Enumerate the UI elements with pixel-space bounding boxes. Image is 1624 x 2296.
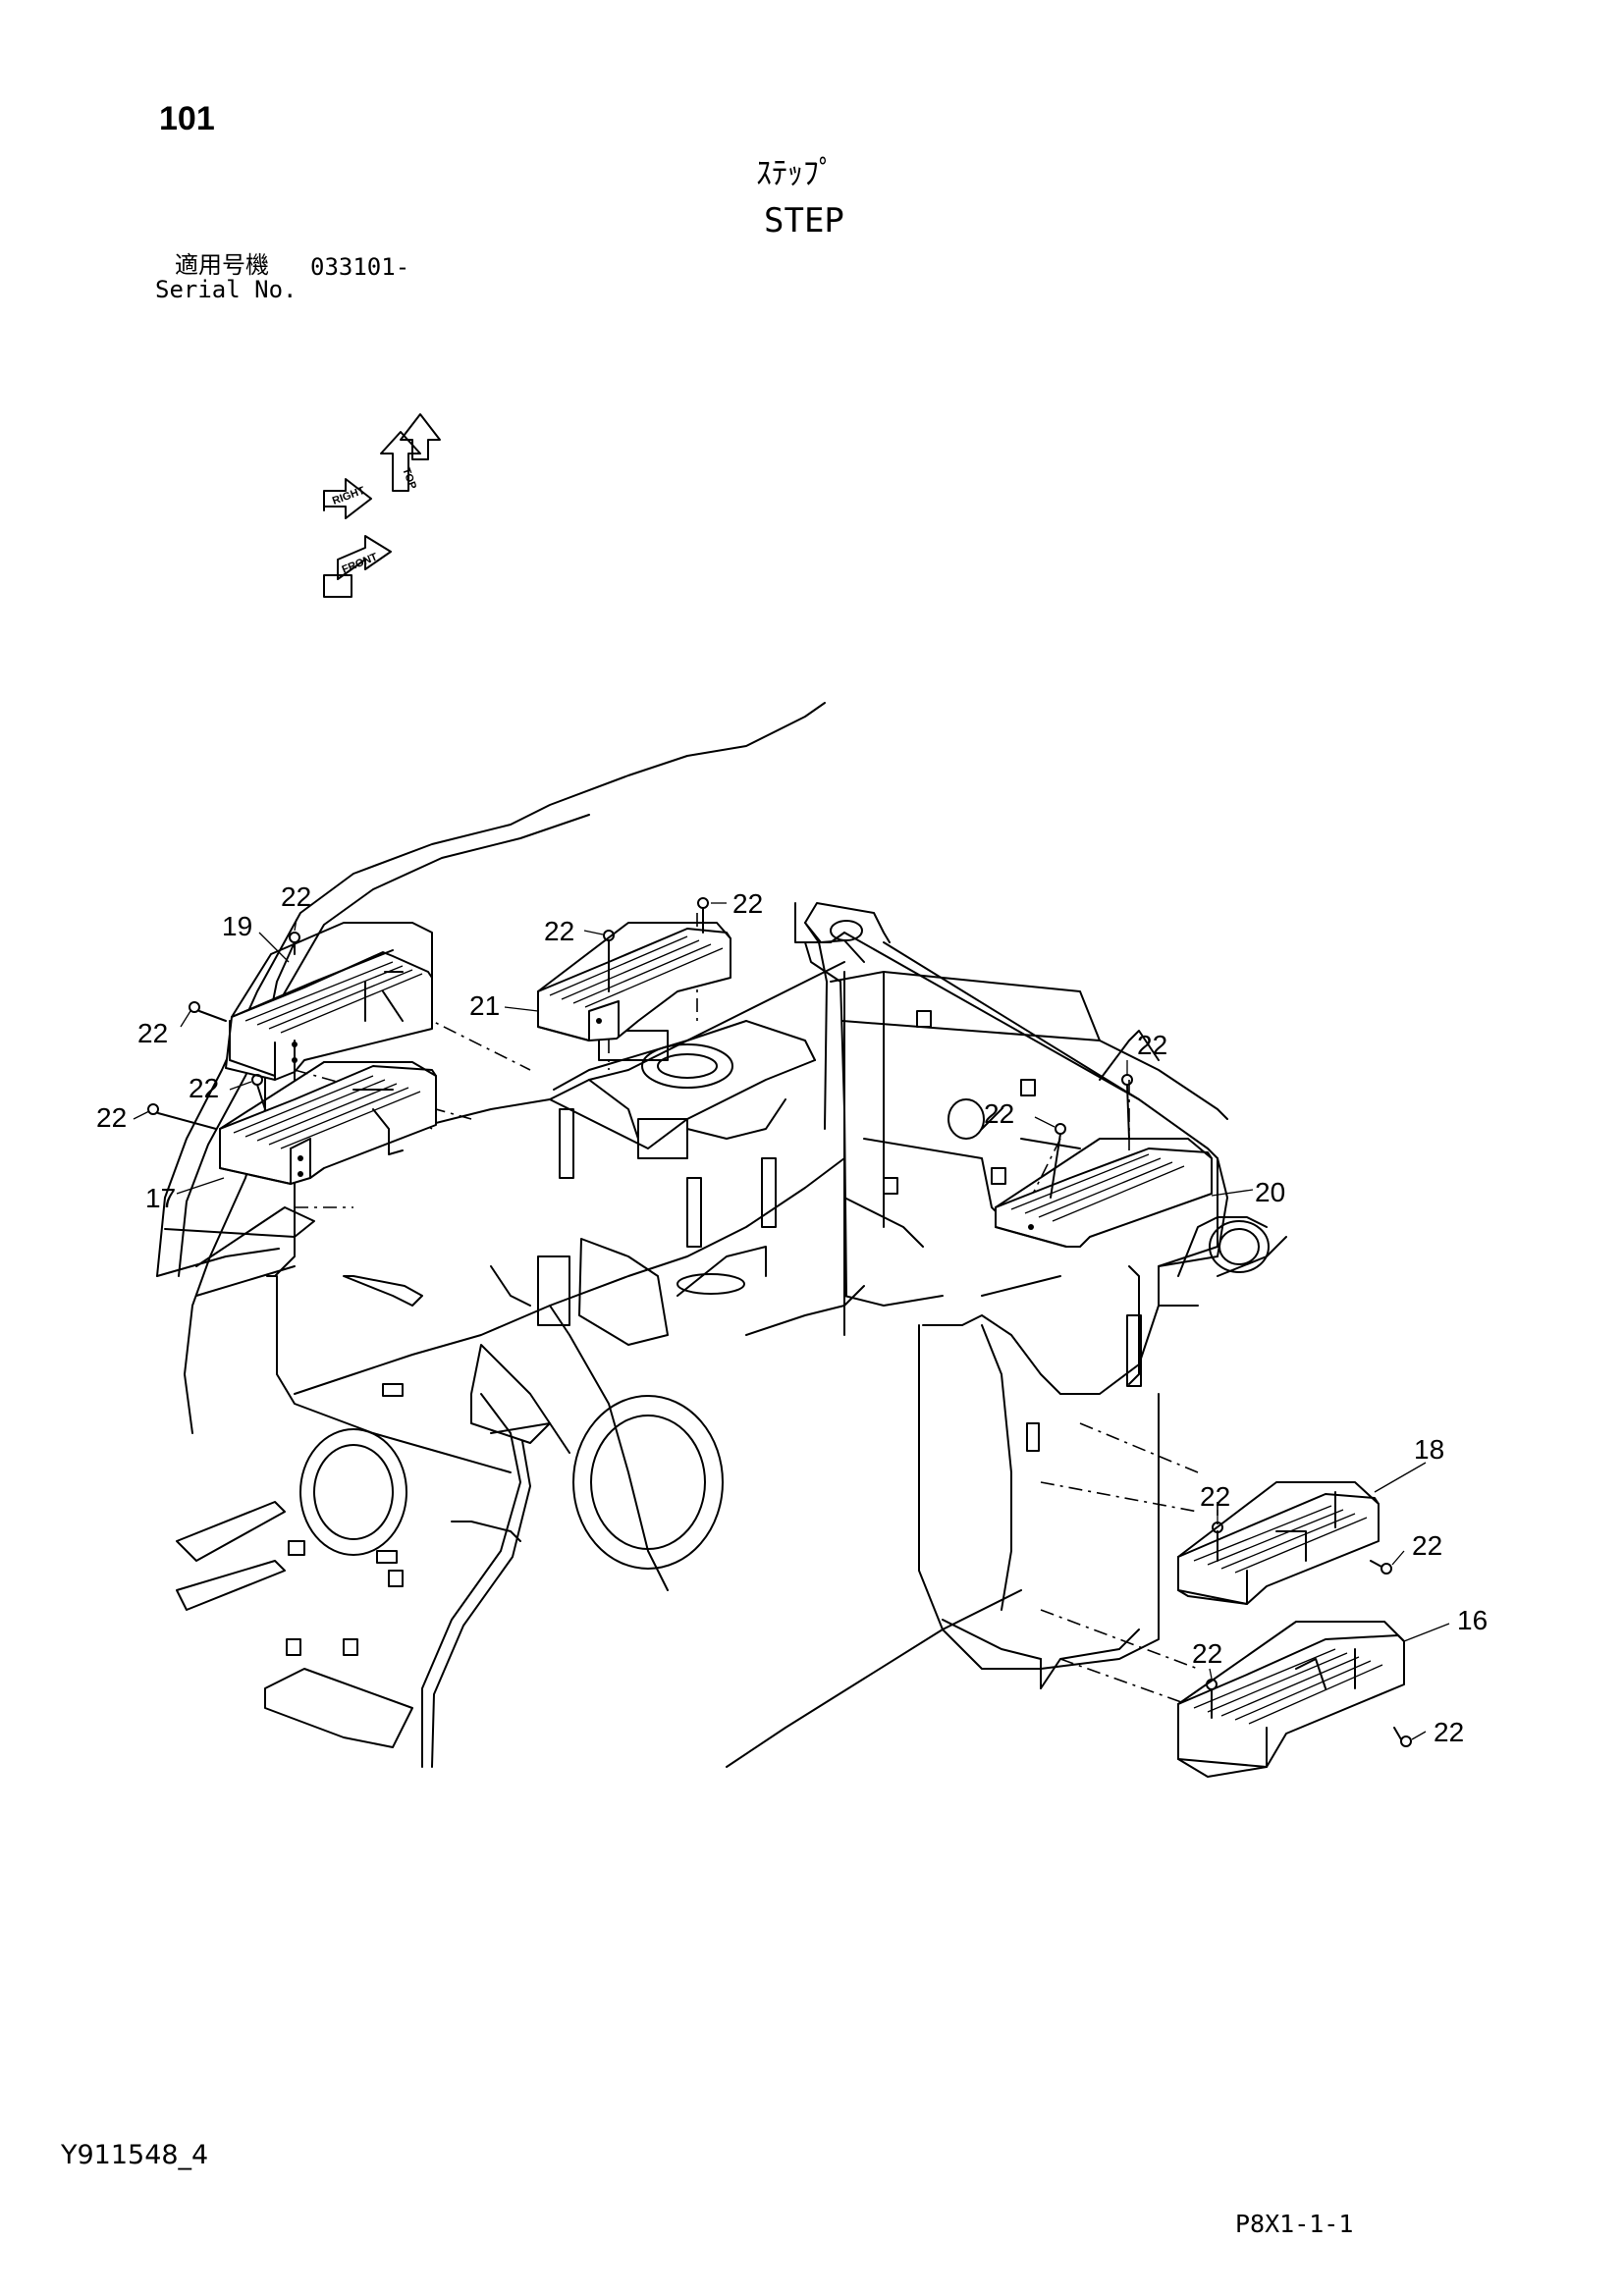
page-code: P8X1-1-1 [1235, 2210, 1354, 2238]
bolt-icon [1050, 1123, 1066, 1199]
callout-19: 19 [222, 911, 252, 941]
part-17-step [219, 1061, 437, 1185]
callout-22: 22 [1434, 1717, 1464, 1747]
arrow-right-label: RIGHT [331, 485, 367, 507]
bolts [147, 897, 1412, 1747]
bolt-icon [1212, 1522, 1223, 1562]
part-21-step [537, 922, 731, 1041]
serial-number-value: 033101- [310, 253, 410, 281]
part-20-step [995, 1138, 1213, 1248]
callout-22: 22 [137, 1018, 168, 1048]
bolt-icon [147, 1103, 217, 1130]
bolt-icon [697, 897, 709, 934]
callout-21: 21 [469, 990, 500, 1021]
part-18-step [1177, 1481, 1380, 1605]
callout-20: 20 [1255, 1177, 1285, 1207]
callout-22: 22 [1192, 1638, 1222, 1669]
bolt-icon [1121, 1074, 1133, 1140]
callout-22: 22 [544, 916, 574, 946]
title-english: STEP [764, 201, 844, 240]
right-side-panel [841, 971, 1287, 1689]
page-number: 101 [159, 100, 215, 137]
bolt-icon [1393, 1727, 1412, 1747]
bolt-icon [289, 932, 300, 955]
callout-labels: 22 19 22 22 22 17 22 22 21 22 22 20 18 2… [96, 881, 1488, 1747]
callout-leaders [133, 902, 1450, 1740]
bolt-icon [1370, 1560, 1392, 1575]
callout-22: 22 [189, 1073, 219, 1103]
callout-16: 16 [1457, 1605, 1488, 1635]
arrow-front-label: FRONT [341, 551, 380, 575]
part-16-step [1177, 1621, 1405, 1778]
bolt-icon [603, 930, 615, 992]
callout-18: 18 [1414, 1434, 1444, 1465]
callout-22: 22 [96, 1102, 127, 1133]
orientation-arrows-icon: TOP RIGHT FRONT [323, 413, 441, 598]
bolt-icon [189, 1001, 227, 1022]
callout-22: 22 [1200, 1481, 1230, 1512]
bolt-icon [1206, 1679, 1218, 1719]
arrow-top-label: TOP [400, 466, 418, 491]
upper-rear-plate [794, 902, 1228, 1297]
drawing-id: Y911548_4 [61, 2140, 209, 2170]
callout-22: 22 [1137, 1030, 1167, 1060]
title-japanese: ｽﾃｯﾌﾟ [756, 154, 836, 191]
serial-label-japanese: 適用号機 [175, 251, 269, 279]
center-platform [176, 1020, 816, 1748]
callout-22: 22 [984, 1098, 1014, 1129]
part-19-step [225, 922, 433, 1081]
serial-label-english: Serial No. [155, 276, 298, 303]
callout-22: 22 [732, 888, 763, 919]
callout-17: 17 [145, 1183, 176, 1213]
callout-22: 22 [1412, 1530, 1442, 1561]
main-frame [156, 702, 1101, 1768]
bolt-icon [251, 1074, 266, 1110]
callout-22: 22 [281, 881, 311, 912]
